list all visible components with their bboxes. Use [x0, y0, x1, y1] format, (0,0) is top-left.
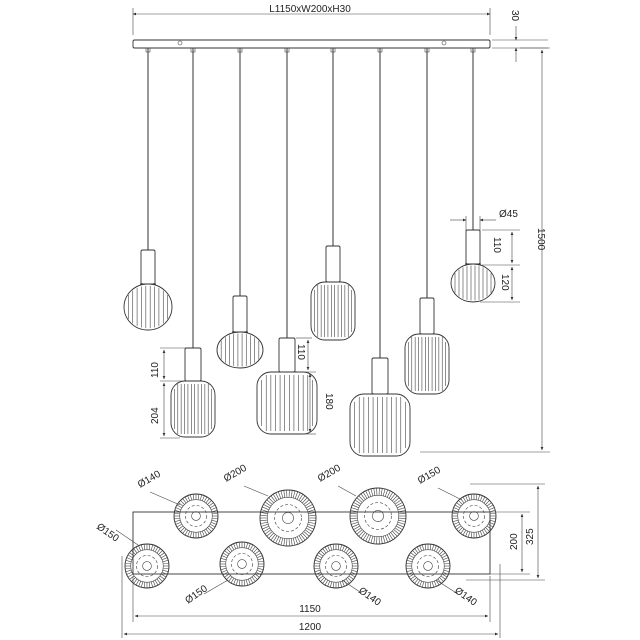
plan-depth-inner-label: 200: [509, 533, 520, 550]
lamp-holder: [419, 297, 435, 335]
pendant-lamp: [349, 357, 411, 457]
diameter-label: Ø150: [94, 521, 121, 544]
pendant-lamp: [123, 249, 173, 331]
plan-shade: [219, 541, 265, 587]
plan-shade: [313, 543, 359, 589]
cord-attach-points: [145, 47, 476, 53]
canopy-bar: [132, 39, 491, 49]
cap-diameter-dimension: Ø45: [450, 209, 518, 232]
diameter-label: Ø140: [356, 585, 383, 608]
canopy-dimension-label: L1150xW200xH30: [269, 4, 351, 15]
diameter-label: Ø150: [183, 583, 210, 606]
ribbed-glass-shade: [404, 333, 450, 395]
ribbed-glass-shade: [216, 331, 264, 369]
left-lamp-height-dimensions: 110 204: [150, 347, 186, 439]
plan-shade: [451, 493, 497, 539]
plan-shade: [124, 543, 170, 589]
lamp-holder: [140, 249, 156, 285]
left-shade-height-label: 204: [150, 407, 161, 424]
lamp-holder: [278, 337, 296, 373]
diameter-label: Ø200: [316, 463, 343, 485]
pendant-lamps: [123, 229, 496, 457]
pendant-lamp: [216, 295, 264, 369]
lamp-holder: [325, 245, 341, 283]
ribbed-glass-shade: [310, 281, 356, 341]
pendant-lamp: [404, 297, 450, 395]
pendant-lamp: [170, 347, 216, 438]
plan-depth-outer-label: 325: [525, 528, 536, 545]
plan-depth-dimensions: 200 325: [466, 483, 545, 581]
pendant-lamp: [310, 245, 356, 341]
ribbed-glass-shade: [170, 380, 216, 438]
middle-shade-height-label: 180: [323, 393, 334, 410]
pendant-lamp: [256, 337, 318, 435]
canopy-height-dimension: 30: [492, 10, 548, 62]
plan-length-inner-label: 1150: [299, 604, 321, 615]
lamp-holder: [465, 229, 481, 265]
middle-lamp-height-dimensions: 110 180: [295, 337, 334, 435]
plan-canopy-outline: [132, 511, 491, 575]
small-lamp-height-dimensions: 110 120: [480, 229, 520, 303]
ribbed-glass-shade: [450, 263, 496, 303]
diameter-label: Ø140: [136, 469, 163, 491]
canopy-screw: [177, 40, 183, 46]
ribbed-glass-shade: [123, 283, 173, 331]
ribbed-glass-shade: [349, 393, 411, 457]
canopy-height-label: 30: [509, 10, 520, 22]
diameter-label: Ø150: [416, 465, 443, 487]
canopy-dimension: L1150xW200xH30: [132, 4, 491, 35]
plan-shade: [259, 489, 317, 547]
plan-shade: [405, 543, 451, 589]
plan-shades: [124, 487, 497, 589]
lamp-holder: [371, 357, 389, 395]
cap-diameter-label: Ø45: [499, 209, 518, 220]
plan-shade: [349, 487, 407, 545]
plan-length-dimensions: 1150 1200: [121, 556, 501, 638]
canopy-screw: [441, 40, 447, 46]
lamp-holder: [232, 295, 248, 333]
lamp-holder: [184, 347, 202, 382]
pendant-lamp: [450, 229, 496, 303]
diameter-label: Ø140: [452, 585, 479, 608]
total-height-dimension: 1500: [420, 47, 550, 453]
ribbed-glass-shade: [256, 371, 318, 435]
plan-shade: [173, 493, 219, 539]
small-shade-height-label: 120: [499, 274, 510, 291]
plan-length-outer-label: 1200: [299, 622, 322, 633]
total-height-label: 1500: [535, 228, 546, 251]
middle-cap-height-label: 110: [295, 344, 306, 360]
small-cap-height-label: 110: [491, 237, 502, 253]
diameter-label: Ø200: [222, 463, 249, 485]
pendant-cords: [147, 48, 474, 358]
left-cap-height-label: 110: [150, 362, 161, 378]
